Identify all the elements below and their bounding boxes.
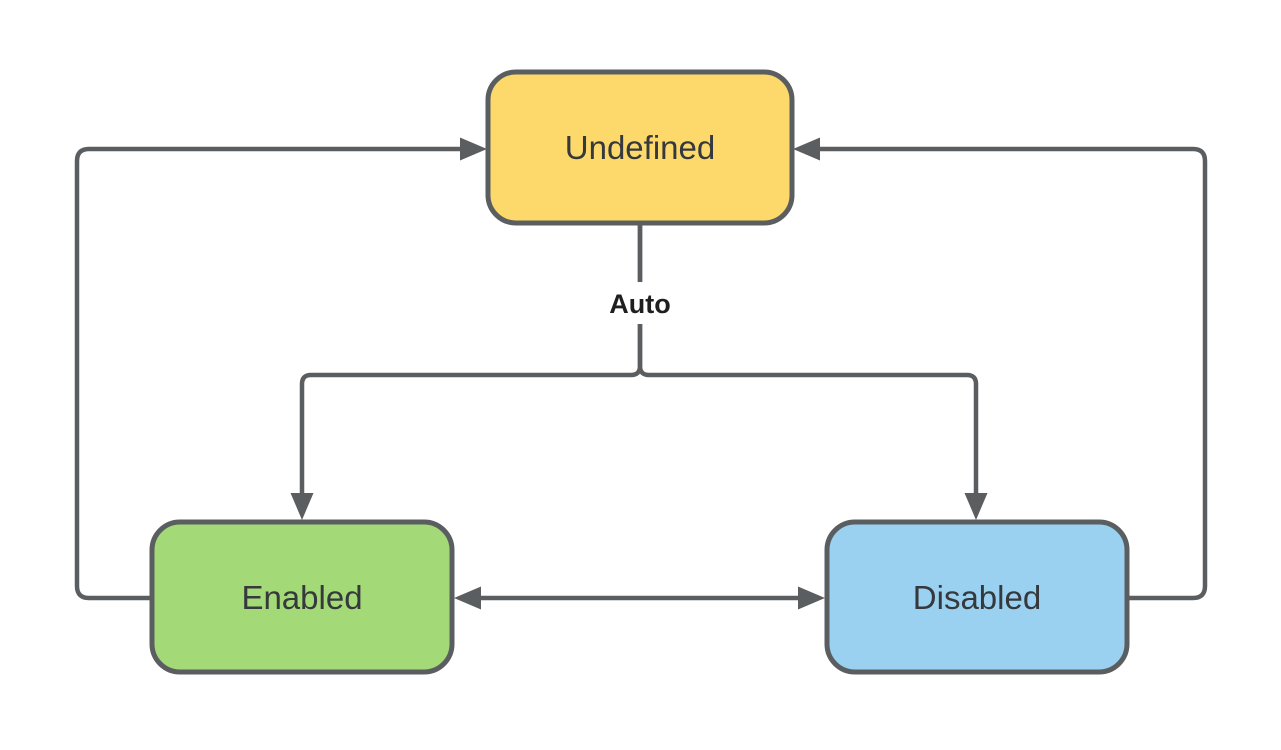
arrowhead-into-undefined-right bbox=[793, 137, 820, 161]
node-enabled-label: Enabled bbox=[241, 579, 362, 616]
edge-enabled-to-undefined bbox=[74, 137, 487, 601]
edge-label-auto: Auto bbox=[609, 289, 670, 319]
edge-disabled-to-undefined bbox=[793, 137, 1208, 601]
edge-left-loop-path bbox=[74, 146, 463, 601]
arrowhead-into-disabled-top bbox=[964, 493, 988, 520]
node-undefined: Undefined bbox=[485, 69, 795, 226]
node-disabled-shape bbox=[824, 519, 1130, 675]
edge-branch-right-path bbox=[637, 224, 979, 497]
node-enabled-shape bbox=[149, 519, 455, 675]
node-undefined-shape bbox=[485, 69, 795, 226]
node-disabled: Disabled bbox=[824, 519, 1130, 675]
edge-label-background bbox=[598, 282, 682, 324]
node-undefined-label: Undefined bbox=[565, 129, 715, 166]
node-enabled: Enabled bbox=[149, 519, 455, 675]
arrowhead-into-disabled-left bbox=[798, 586, 825, 610]
edge-right-loop-path bbox=[817, 146, 1208, 601]
edge-branch-left-path bbox=[299, 224, 643, 497]
arrowhead-into-enabled-right bbox=[454, 586, 481, 610]
arrowhead-into-undefined-left bbox=[460, 137, 487, 161]
edge-undefined-branch: Auto bbox=[290, 224, 988, 520]
arrowhead-into-enabled-top bbox=[290, 493, 314, 520]
edge-enabled-disabled-bidirectional bbox=[454, 586, 825, 610]
node-disabled-label: Disabled bbox=[913, 579, 1041, 616]
